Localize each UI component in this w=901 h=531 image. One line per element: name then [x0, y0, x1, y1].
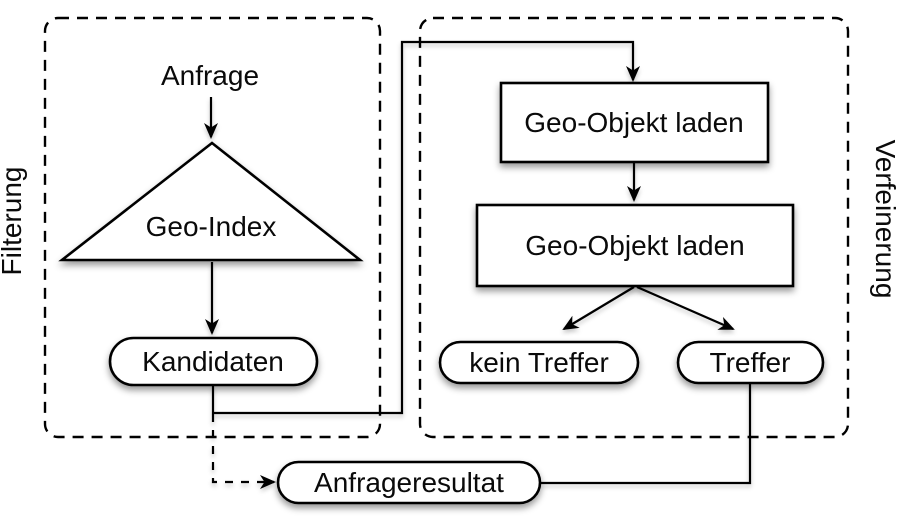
load-object-box-1	[499, 81, 770, 164]
anfrageresultat-pill	[276, 460, 542, 505]
arrow-load2-to-treffer	[636, 285, 735, 331]
load-object-label-1: Geo-Objekt laden	[524, 107, 743, 138]
refinement-group-box	[418, 16, 850, 439]
arrow-kandidaten-to-load1	[211, 40, 640, 415]
treffer-pill	[676, 340, 825, 385]
load-object-label-2: Geo-Objekt laden	[525, 230, 744, 261]
arrow-load2-to-kein-treffer	[562, 286, 635, 331]
anfrageresultat-label: Anfrageresultat	[314, 467, 504, 498]
kein-treffer-label: kein Treffer	[469, 347, 609, 378]
treffer-label: Treffer	[710, 347, 791, 378]
kandidaten-label: Kandidaten	[142, 346, 284, 377]
refinement-group-label: Verfeinerung	[870, 140, 901, 299]
anfrage-label: Anfrage	[161, 60, 259, 91]
kein-treffer-pill	[438, 340, 640, 385]
filtering-group-label: Filterung	[0, 167, 27, 276]
line-treffer-to-anfrageresultat	[541, 384, 752, 485]
geo-index-triangle	[58, 141, 364, 262]
load-object-box-2	[475, 203, 795, 288]
kandidaten-pill	[108, 336, 319, 387]
geo-index-label: Geo-Index	[146, 211, 277, 242]
dashed-arrow-kandidaten-to-anfrageresultat	[211, 414, 276, 489]
